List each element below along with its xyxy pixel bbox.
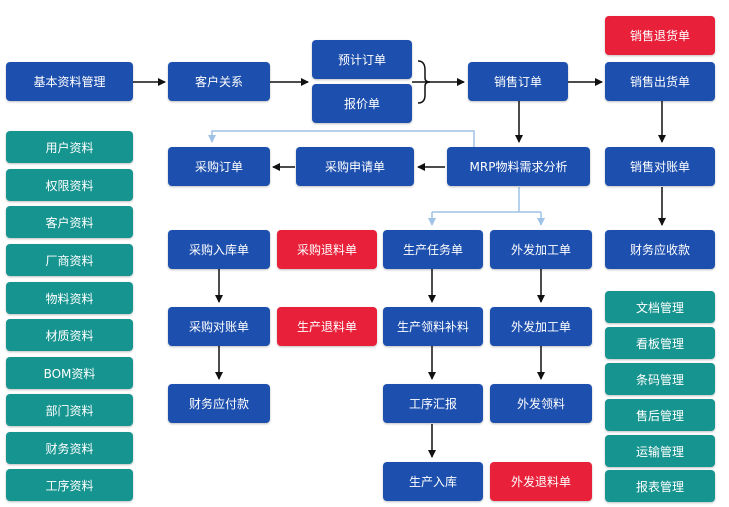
module-bom-data: BOM资料	[6, 357, 133, 389]
module-report-management: 报表管理	[605, 470, 715, 502]
node-basic-data-management: 基本资料管理	[6, 62, 133, 101]
node-purchase-reconcile: 采购对账单	[168, 307, 270, 346]
node-quotation: 报价单	[312, 84, 412, 123]
node-production-return-material: 生产退料单	[277, 307, 377, 346]
module-transport-management: 运输管理	[605, 435, 715, 467]
module-document-management: 文档管理	[605, 291, 715, 323]
module-process-data: 工序资料	[6, 469, 133, 501]
module-material-data: 物料资料	[6, 282, 133, 314]
module-customer-data: 客户资料	[6, 206, 133, 238]
module-texture-data: 材质资料	[6, 319, 133, 351]
module-kanban-management: 看板管理	[605, 327, 715, 359]
module-finance-data: 财务资料	[6, 432, 133, 464]
node-production-task: 生产任务单	[383, 230, 483, 269]
node-purchase-receipt: 采购入库单	[168, 230, 270, 269]
node-purchase-order: 采购订单	[168, 147, 270, 186]
node-pre-order: 预计订单	[312, 40, 412, 79]
node-outsource-pick: 外发领料	[490, 384, 592, 423]
node-sales-reconcile: 销售对账单	[605, 147, 715, 186]
module-department-data: 部门资料	[6, 394, 133, 426]
node-outsource-return-material: 外发退料单	[490, 462, 592, 501]
node-outsource-order: 外发加工单	[490, 230, 592, 269]
node-purchase-return-material: 采购退料单	[277, 230, 377, 269]
node-sales-order: 销售订单	[468, 62, 568, 101]
node-sales-return: 销售退货单	[605, 16, 715, 55]
module-barcode-management: 条码管理	[605, 363, 715, 395]
node-receivables: 财务应收款	[605, 230, 715, 269]
node-outsource-order-2: 外发加工单	[490, 307, 592, 346]
module-user-data: 用户资料	[6, 131, 133, 163]
node-production-pick-supplement: 生产领料补料	[383, 307, 483, 346]
node-sales-delivery: 销售出货单	[605, 62, 715, 101]
node-production-receipt: 生产入库	[383, 462, 483, 501]
node-purchase-request: 采购申请单	[296, 147, 414, 186]
node-process-report: 工序汇报	[383, 384, 483, 423]
node-customer-relation: 客户关系	[168, 62, 270, 101]
node-payables: 财务应付款	[168, 384, 270, 423]
node-mrp-analysis: MRP物料需求分析	[447, 147, 590, 186]
module-vendor-data: 厂商资料	[6, 244, 133, 276]
module-aftersales-management: 售后管理	[605, 399, 715, 431]
module-permission-data: 权限资料	[6, 169, 133, 201]
